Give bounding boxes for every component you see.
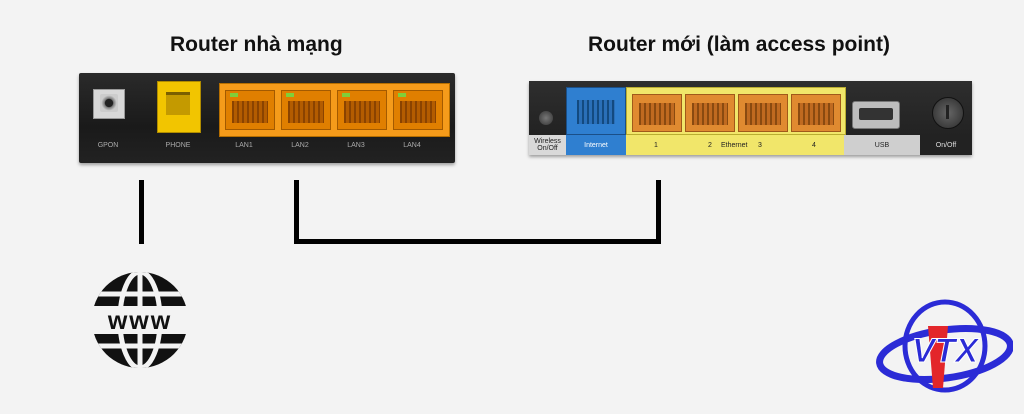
lan4-label: LAN4 bbox=[403, 142, 421, 149]
isp-router-panel: GPON PHONE LAN1 LAN2 LAN3 LAN4 bbox=[79, 73, 455, 163]
lan-cable-right-vertical bbox=[656, 180, 661, 244]
ethernet-port-3 bbox=[738, 94, 788, 132]
isp-router-title: Router nhà mạng bbox=[170, 33, 343, 56]
lan-cable-horizontal bbox=[294, 239, 661, 244]
new-router-title: Router mới (làm access point) bbox=[588, 33, 890, 56]
ethernet-port-1 bbox=[632, 94, 682, 132]
vtx-logo: VTX bbox=[876, 299, 1013, 393]
ethernet-port-4 bbox=[791, 94, 841, 132]
phone-port bbox=[157, 81, 201, 133]
internet-port bbox=[566, 87, 626, 135]
wireless-label: Wireless On/Off bbox=[529, 135, 566, 155]
ethernet-label-strip: 1 2 Ethernet 3 4 bbox=[626, 135, 844, 155]
internet-globe-icon: www bbox=[88, 272, 192, 368]
eth2-label: 2 bbox=[708, 141, 712, 149]
ethernet-port-2 bbox=[685, 94, 735, 132]
lan3-label: LAN3 bbox=[347, 142, 365, 149]
eth3-label: 3 bbox=[758, 141, 762, 149]
gpon-port bbox=[93, 89, 125, 119]
usb-port bbox=[852, 101, 900, 129]
lan-cable-left-vertical bbox=[294, 180, 299, 244]
ethernet-port-group bbox=[626, 87, 846, 135]
wan-cable-line bbox=[139, 180, 144, 244]
lan4-port bbox=[393, 90, 443, 130]
lan3-port bbox=[337, 90, 387, 130]
lan2-port bbox=[281, 90, 331, 130]
globe-www-text: www bbox=[107, 307, 172, 335]
lan-port-group bbox=[219, 83, 450, 137]
lan2-label: LAN2 bbox=[291, 142, 309, 149]
gpon-label: GPON bbox=[97, 142, 119, 149]
lan1-label: LAN1 bbox=[235, 142, 253, 149]
new-router-panel: Wireless On/Off Internet 1 2 Ethernet 3 … bbox=[529, 81, 972, 155]
ethernet-label: Ethernet bbox=[721, 141, 748, 149]
eth1-label: 1 bbox=[654, 141, 658, 149]
power-button bbox=[932, 97, 964, 129]
internet-label: Internet bbox=[566, 135, 626, 155]
usb-label: USB bbox=[844, 135, 920, 155]
lan1-port bbox=[225, 90, 275, 130]
onoff-label: On/Off bbox=[920, 135, 972, 155]
eth4-label: 4 bbox=[812, 141, 816, 149]
logo-text: VTX bbox=[912, 332, 980, 370]
phone-label: PHONE bbox=[165, 142, 191, 149]
wireless-button bbox=[539, 111, 553, 125]
